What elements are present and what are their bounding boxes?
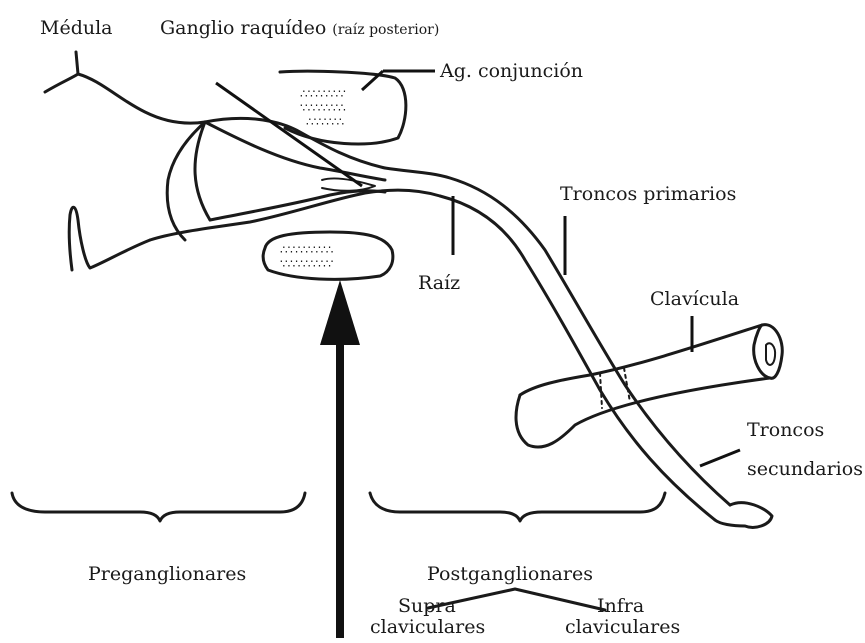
arrow: [320, 280, 360, 638]
svg-text:∵∴∵∴∵∴∵: ∵∴∵∴∵∴∵: [280, 257, 333, 271]
label-troncos-secundarios-1: Troncos: [747, 419, 824, 441]
label-infra-2: claviculares: [565, 616, 680, 638]
spinal-cord: [45, 52, 440, 270]
label-preganglionares: Preganglionares: [88, 563, 246, 585]
brace-preganglionares: [12, 493, 305, 521]
label-supra-2: claviculares: [370, 616, 485, 638]
svg-text:∴∵∴∵∴∵: ∴∵∴∵∴∵: [300, 87, 346, 101]
upper-vertebra: ∴∵∴∵∴∵ ∵∴∵∴∵∴ ∴∵∴∵∴: [280, 71, 406, 144]
label-raiz: Raíz: [418, 272, 460, 294]
brace-postganglionares: [370, 493, 665, 521]
label-troncos-primarios: Troncos primarios: [560, 183, 736, 205]
label-ag-conjuncion: Ag. conjunción: [439, 60, 583, 82]
label-clavicula: Clavícula: [650, 288, 739, 310]
label-postganglionares: Postganglionares: [427, 563, 593, 585]
label-troncos-secundarios-2: secundarios: [747, 458, 863, 480]
svg-text:∴∵∴∵∴: ∴∵∴∵∴: [306, 115, 344, 129]
svg-text:∴∵∴∵∴∵∴: ∴∵∴∵∴∵∴: [280, 243, 333, 257]
label-medula: Médula: [40, 17, 113, 39]
label-ganglio: Ganglio raquídeo(raíz posterior): [160, 17, 439, 39]
clavicle: [516, 325, 782, 447]
label-infra-1: Infra: [597, 595, 644, 617]
svg-text:∵∴∵∴∵∴: ∵∴∵∴∵∴: [300, 101, 346, 115]
lower-vertebra: ∴∵∴∵∴∵∴ ∵∴∵∴∵∴∵: [263, 232, 393, 279]
label-supra-1: Supra: [398, 595, 456, 617]
